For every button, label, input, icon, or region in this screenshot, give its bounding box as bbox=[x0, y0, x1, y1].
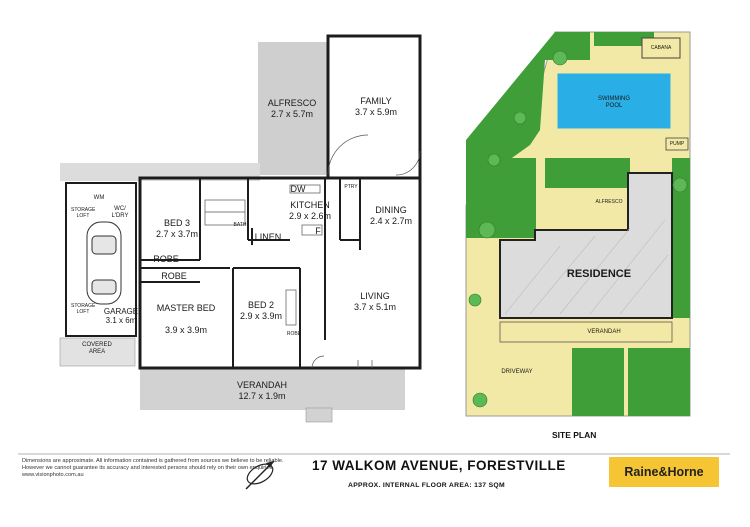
floor-details bbox=[204, 134, 421, 369]
verandah-step bbox=[305, 407, 333, 423]
room-living-name: LIVING bbox=[360, 291, 390, 301]
verandah-strip bbox=[499, 321, 673, 343]
lawn-front-right bbox=[572, 348, 624, 416]
label-linen: LINEN bbox=[254, 232, 282, 242]
room-garage-name: GARAGE bbox=[103, 307, 139, 316]
interior-walls bbox=[140, 178, 361, 368]
room-family-name: FAMILY bbox=[360, 96, 392, 106]
pump bbox=[665, 137, 689, 151]
site-label-cabana: CABANA bbox=[650, 45, 672, 51]
room-bed3-dims: 2.7 x 3.7m bbox=[155, 229, 199, 239]
site-plan-title: SITE PLAN bbox=[552, 430, 597, 440]
disclaimer: Dimensions are approximate. All informat… bbox=[22, 458, 302, 479]
room-verandah-name: VERANDAH bbox=[236, 380, 288, 390]
room-master-dims: 3.9 x 3.9m bbox=[164, 325, 208, 335]
exterior-walls bbox=[65, 34, 422, 370]
room-dining-dims: 2.4 x 2.7m bbox=[369, 216, 413, 226]
room-family-dims: 3.7 x 5.9m bbox=[354, 107, 398, 117]
room-bed2-name: BED 2 bbox=[247, 300, 275, 310]
room-bed3-name: BED 3 bbox=[163, 218, 191, 228]
residence bbox=[499, 172, 673, 319]
room-bed2-dims: 2.9 x 3.9m bbox=[239, 311, 283, 321]
disclaimer-text: Dimensions are approximate. All informat… bbox=[22, 458, 284, 471]
site-plan bbox=[465, 31, 691, 417]
label-robe3: ROBE bbox=[286, 331, 302, 337]
site-label-residence: RESIDENCE bbox=[566, 268, 632, 280]
label-wm: WM bbox=[93, 195, 105, 201]
site-label-alfresco: ALFRESCO bbox=[595, 199, 623, 205]
label-covered-area: COVERED AREA bbox=[82, 342, 112, 355]
room-garage-dims: 3.1 x 6m bbox=[105, 316, 137, 325]
lawn-far-right bbox=[672, 158, 690, 318]
site-label-driveway: DRIVEWAY bbox=[501, 369, 533, 375]
room-alfresco-name: ALFRESCO bbox=[267, 98, 317, 108]
label-storage-loft-bottom: STORAGE LOFT bbox=[71, 303, 96, 315]
swimming-pool bbox=[554, 70, 674, 132]
back-lawn-top bbox=[594, 32, 654, 46]
alfresco-area bbox=[258, 42, 328, 175]
north-compass-icon bbox=[245, 460, 275, 490]
label-bath: BATH bbox=[233, 222, 247, 228]
label-robe2: ROBE bbox=[161, 271, 187, 281]
footer-rules bbox=[18, 453, 730, 455]
lawn-right-mid bbox=[545, 158, 630, 188]
room-kitchen-dims: 2.9 x 2.6m bbox=[288, 211, 332, 221]
floor-area: APPROX. INTERNAL FLOOR AREA: 137 SQM bbox=[348, 482, 505, 489]
website-text: www.visionphoto.com.au bbox=[22, 472, 84, 478]
site-label-pump: PUMP bbox=[669, 141, 685, 147]
label-dw: DW bbox=[290, 184, 306, 194]
label-storage-loft-top: STORAGE LOFT bbox=[71, 207, 96, 219]
label-wc-ldry: WC/ L'DRY bbox=[111, 206, 129, 219]
room-verandah-dims: 12.7 x 1.9m bbox=[238, 391, 286, 401]
room-kitchen-name: KITCHEN bbox=[290, 200, 330, 210]
room-dining-name: DINING bbox=[375, 205, 407, 215]
room-living-dims: 3.7 x 5.1m bbox=[353, 302, 397, 312]
car-icon bbox=[86, 221, 122, 305]
label-pantry: PTRY bbox=[344, 184, 358, 190]
footer bbox=[0, 448, 750, 527]
label-robe1: ROBE bbox=[153, 254, 179, 264]
lawn-front-right2 bbox=[628, 348, 690, 416]
lawn-left-mid bbox=[466, 158, 536, 238]
covered-area bbox=[59, 337, 136, 367]
verandah-area bbox=[140, 368, 405, 410]
room-master-name: MASTER BED bbox=[156, 303, 216, 313]
room-alfresco-dims: 2.7 x 5.7m bbox=[270, 109, 314, 119]
cabana bbox=[641, 37, 681, 59]
label-f: F bbox=[315, 226, 321, 236]
brand-logo: Raine&Horne bbox=[609, 457, 719, 487]
site-label-verandah: VERANDAH bbox=[587, 329, 621, 335]
property-address: 17 WALKOM AVENUE, FORESTVILLE bbox=[312, 458, 566, 473]
site-label-pool: SWIMMING POOL bbox=[598, 96, 630, 109]
